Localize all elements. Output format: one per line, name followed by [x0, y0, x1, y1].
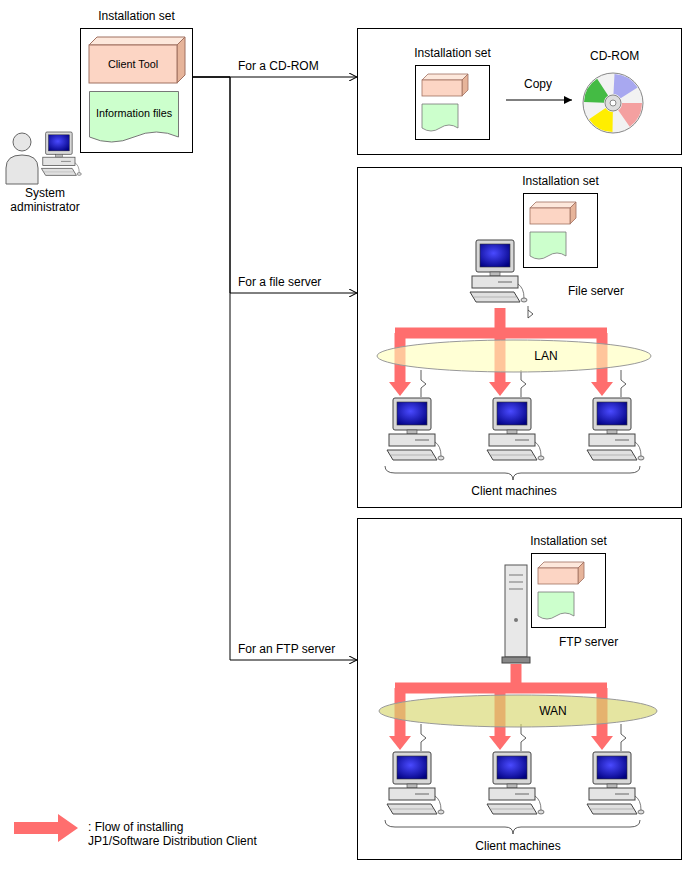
edge-label: For a CD-ROM [238, 59, 319, 73]
ell-outline [378, 694, 658, 728]
legend-flow-arrow [14, 814, 78, 842]
information-files-doc: Information files [89, 91, 179, 147]
edge-label: For an FTP server [238, 642, 335, 656]
node-text: WAN [539, 704, 567, 718]
legend-entry: : Flow of installing JP1/Software Distri… [88, 820, 298, 848]
installation-set-box: Installation set [523, 193, 598, 268]
box-heading: Installation set [98, 9, 175, 23]
client-tool-box: Client Tool [89, 37, 185, 83]
branch-connector [193, 77, 357, 660]
node-text: Information files [89, 91, 179, 135]
network-ellipse: LAN [376, 339, 652, 373]
copy-arrow [506, 100, 572, 101]
network-ellipse: WAN [378, 694, 658, 728]
node-text: Client Tool [89, 45, 177, 83]
legend-text: : Flow of installing JP1/Software Distri… [88, 820, 257, 848]
wrap-spacer [213, 820, 298, 834]
node-text: FTP server [559, 635, 618, 649]
installation-set-box: Installation set [531, 553, 606, 628]
node-text: LAN [534, 349, 557, 363]
node-text: Client machines [475, 839, 560, 853]
node-text: File server [568, 284, 624, 298]
node-text: Client machines [471, 484, 556, 498]
client-computers [387, 398, 644, 814]
edge-label: For a file server [238, 275, 321, 289]
box-heading: Installation set [414, 46, 491, 60]
node-text: Copy [524, 77, 552, 91]
ell-outline [376, 339, 652, 373]
administrator-figure [6, 132, 81, 184]
box-heading: Installation set [522, 174, 599, 188]
actor-label: System administrator [2, 186, 88, 214]
installation-set-box: Installation set [415, 65, 490, 140]
node-text: CD-ROM [590, 49, 639, 63]
file-server-computer [470, 240, 527, 302]
branch-connector [193, 77, 357, 293]
installation-set-box: Client ToolInformation filesInstallation… [80, 28, 193, 153]
distribution-panel: Installation setLAN File serverClient mac… [357, 167, 682, 508]
distribution-panel: Installation setCopyCD-ROM [357, 28, 682, 155]
ftp-server-tower [502, 565, 530, 663]
box-heading: Installation set [530, 534, 607, 548]
distribution-panel: Installation setWAN FTP serverClient mach… [357, 518, 682, 860]
client-bracket [385, 466, 640, 834]
cd-rom-disc [583, 73, 643, 133]
install-flow-arrows [389, 308, 613, 750]
